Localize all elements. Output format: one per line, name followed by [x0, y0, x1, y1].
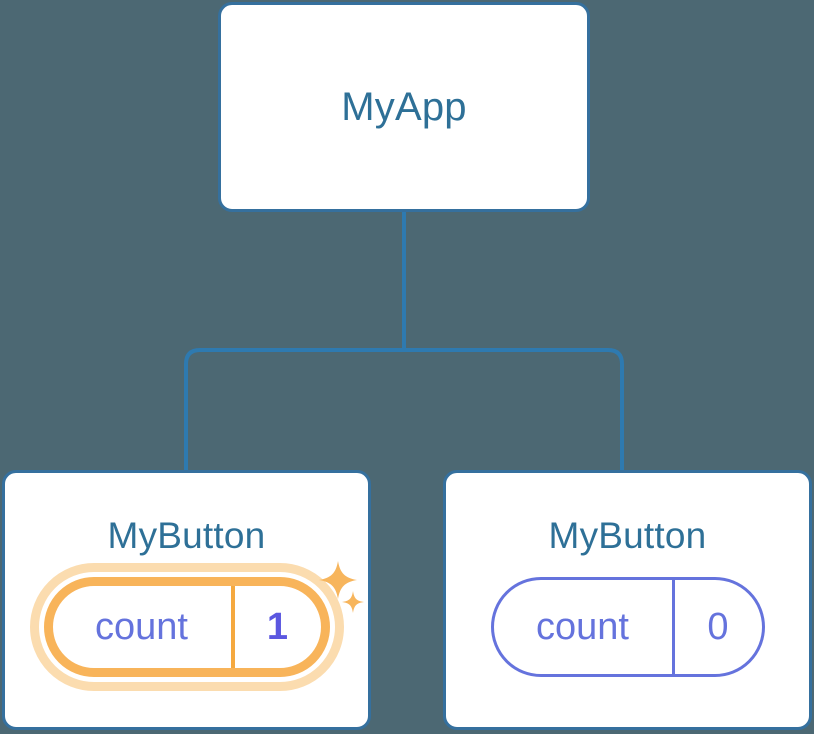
node-card-mybutton-left[interactable]: MyButton count 1	[2, 470, 371, 730]
counter-pill-right[interactable]: count 0	[490, 577, 765, 677]
node-title-mybutton-left: MyButton	[107, 515, 266, 556]
counter-pill-left[interactable]: count 1	[43, 577, 330, 677]
counter-pill-wrap-left: count 1	[29, 563, 344, 691]
node-title-mybutton-right: MyButton	[548, 515, 707, 556]
counter-key-left: count	[95, 606, 188, 648]
counter-key-right: count	[536, 606, 629, 648]
edge-split-bar	[184, 348, 624, 470]
node-card-mybutton-right[interactable]: MyButton count 0	[443, 470, 812, 730]
counter-pill-wrap-right: count 0	[490, 577, 765, 677]
node-title-myapp: MyApp	[341, 85, 467, 129]
counter-value-right: 0	[671, 580, 762, 674]
counter-value-left: 1	[230, 586, 321, 668]
node-card-myapp[interactable]: MyApp	[218, 2, 590, 212]
